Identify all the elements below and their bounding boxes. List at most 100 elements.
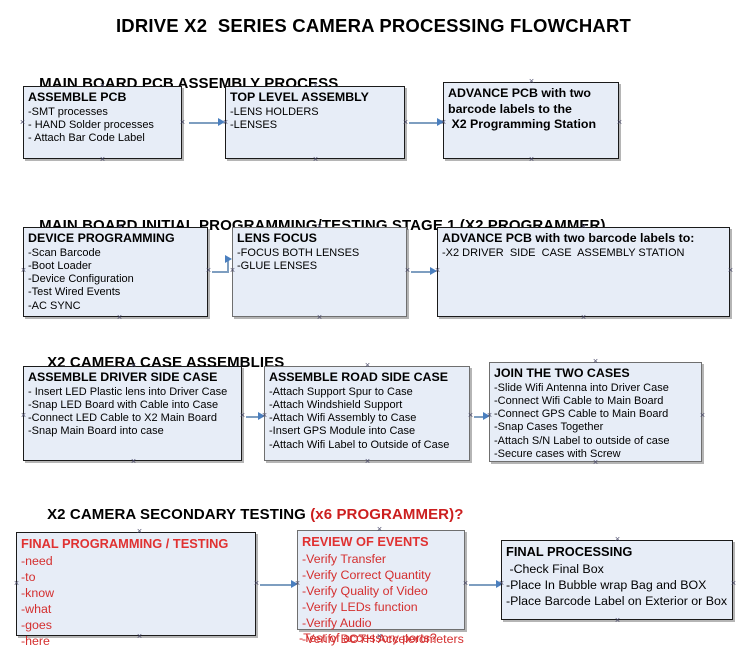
- box-line: -Verify LEDs function: [302, 600, 418, 614]
- resize-handle-right[interactable]: [727, 267, 734, 274]
- box-line: -GLUE LENSES: [237, 259, 318, 272]
- box-final-programming-testing[interactable]: FINAL PROGRAMMING / TESTING -need -to -k…: [16, 532, 256, 648]
- resize-handle-left[interactable]: [20, 412, 27, 419]
- connector-driver-side-to-road-side: [246, 416, 261, 418]
- box-assemble-pcb[interactable]: ASSEMBLE PCB -SMT processes - HAND Solde…: [23, 86, 182, 159]
- box-join-the-two-cases[interactable]: JOIN THE TWO CASES -Slide Wifi Antenna i…: [489, 362, 702, 462]
- box-title: ASSEMBLE ROAD SIDE CASE: [269, 370, 448, 384]
- connector-review-events-to-final-processing: [469, 584, 499, 586]
- page-title: IDRIVE X2 SERIES CAMERA PROCESSING FLOWC…: [115, 15, 632, 36]
- resize-handle-bottom[interactable]: [376, 633, 383, 640]
- box-line: -AC SYNC: [28, 299, 81, 312]
- resize-handle-top[interactable]: [116, 223, 123, 230]
- resize-handle-top[interactable]: [312, 82, 319, 89]
- resize-handle-right[interactable]: [253, 580, 260, 587]
- box-line: -Snap Cases Together: [494, 421, 604, 434]
- box-title: ASSEMBLE PCB: [28, 90, 127, 104]
- resize-handle-right[interactable]: [467, 412, 474, 419]
- resize-handle-top[interactable]: [130, 362, 137, 369]
- connector-assemble-pcb-to-top-level: [189, 122, 220, 124]
- resize-handle-top[interactable]: [316, 223, 323, 230]
- resize-handle-right[interactable]: [699, 412, 706, 419]
- box-line: -Verify Audio: [302, 616, 372, 630]
- section-heading-accent: (x6 PROGRAMMER)?: [310, 506, 464, 523]
- resize-handle-top[interactable]: [580, 223, 587, 230]
- box-line: -Place In Bubble wrap Bag and BOX: [506, 578, 707, 592]
- connector-lens-focus-to-advance-pcb: [411, 271, 433, 273]
- resize-handle-right[interactable]: [730, 580, 737, 587]
- resize-handle-right[interactable]: [462, 580, 469, 587]
- box-assemble-driver-side-case[interactable]: ASSEMBLE DRIVER SIDE CASE - Insert LED P…: [23, 366, 242, 461]
- resize-handle-bottom[interactable]: [316, 314, 323, 321]
- resize-handle-bottom[interactable]: [580, 314, 587, 321]
- resize-handle-top[interactable]: [528, 78, 535, 85]
- box-line: -Verify Correct Quantity: [302, 568, 431, 582]
- box-line: - Attach Bar Code Label: [28, 132, 145, 145]
- box-line: -Verify Transfer: [302, 552, 387, 566]
- resize-handle-right[interactable]: [179, 119, 186, 126]
- resize-handle-bottom[interactable]: [136, 633, 143, 640]
- resize-handle-right[interactable]: [239, 412, 246, 419]
- resize-handle-top[interactable]: [136, 528, 143, 535]
- box-advance-pcb-programming-station[interactable]: ADVANCE PCB with two barcode labels to t…: [443, 82, 619, 159]
- resize-handle-bottom[interactable]: [528, 156, 535, 163]
- resize-handle-right[interactable]: [205, 267, 212, 274]
- box-review-of-events[interactable]: REVIEW OF EVENTS -Verify Transfer -Verif…: [297, 530, 465, 646]
- resize-handle-left[interactable]: [440, 119, 447, 126]
- resize-handle-bottom[interactable]: [592, 459, 599, 466]
- box-title: ADVANCE PCB with two: [448, 86, 591, 100]
- resize-handle-left[interactable]: [434, 267, 441, 274]
- resize-handle-top[interactable]: [99, 82, 106, 89]
- box-top-level-assembly[interactable]: TOP LEVEL ASSEMBLY -LENS HOLDERS -LENSES: [225, 86, 405, 159]
- box-device-programming[interactable]: DEVICE PROGRAMMING -Scan Barcode -Boot L…: [23, 227, 208, 317]
- box-title: JOIN THE TWO CASES: [494, 366, 630, 380]
- box-advance-pcb-driver-side-case[interactable]: ADVANCE PCB with two barcode labels to: …: [437, 227, 730, 317]
- box-line: -Boot Loader: [28, 259, 92, 272]
- box-assemble-road-side-case[interactable]: ASSEMBLE ROAD SIDE CASE -Attach Support …: [264, 366, 470, 461]
- connector-device-programming-to-lens-focus: [212, 271, 229, 273]
- box-line: - HAND Solder processes: [28, 118, 154, 131]
- resize-handle-top[interactable]: [592, 358, 599, 365]
- box-line: -Scan Barcode: [28, 246, 101, 259]
- resize-handle-right[interactable]: [402, 119, 409, 126]
- section-heading-x2-camera-secondary-testing: X2 CAMERA SECONDARY TESTING (x6 PROGRAMM…: [30, 489, 463, 540]
- section-heading-text: X2 CAMERA SECONDARY TESTING: [47, 506, 311, 523]
- resize-handle-top[interactable]: [376, 526, 383, 533]
- resize-handle-bottom[interactable]: [99, 156, 106, 163]
- resize-handle-bottom[interactable]: [130, 458, 137, 465]
- connector-device-programming-to-lens-focus-vertical: [227, 259, 229, 273]
- resize-handle-left[interactable]: [19, 119, 26, 126]
- resize-handle-right[interactable]: [404, 267, 411, 274]
- box-line: -Slide Wifi Antenna into Driver Case: [494, 381, 669, 394]
- resize-handle-left[interactable]: [13, 580, 20, 587]
- resize-handle-top[interactable]: [364, 362, 371, 369]
- resize-handle-bottom[interactable]: [614, 617, 621, 624]
- box-title: LENS FOCUS: [237, 231, 317, 245]
- box-line: -Device Configuration: [28, 273, 134, 286]
- box-title: FINAL PROGRAMMING / TESTING: [21, 536, 229, 551]
- box-line: -Attach Wifi Label to Outside of Case: [269, 438, 450, 451]
- resize-handle-left[interactable]: [294, 580, 301, 587]
- resize-handle-left[interactable]: [498, 580, 505, 587]
- box-line: X2 Programming Station: [448, 117, 597, 131]
- resize-handle-bottom[interactable]: [364, 458, 371, 465]
- box-final-processing[interactable]: FINAL PROCESSING -Check Final Box -Place…: [501, 540, 733, 620]
- box-line: -Attach S/N Label to outside of case: [494, 434, 670, 447]
- box-line: -what: [21, 602, 52, 616]
- box-title: ASSEMBLE DRIVER SIDE CASE: [28, 370, 218, 384]
- box-line: -Attach Support Spur to Case: [269, 385, 413, 398]
- resize-handle-left[interactable]: [261, 412, 268, 419]
- resize-handle-bottom[interactable]: [312, 156, 319, 163]
- arrowhead-icon: [225, 255, 232, 263]
- resize-handle-left[interactable]: [486, 412, 493, 419]
- box-lens-focus[interactable]: LENS FOCUS -FOCUS BOTH LENSES -GLUE LENS…: [232, 227, 407, 317]
- box-line: - Insert LED Plastic lens into Driver Ca…: [28, 385, 228, 398]
- box-title: REVIEW OF EVENTS: [302, 534, 429, 549]
- resize-handle-left[interactable]: [20, 267, 27, 274]
- resize-handle-left[interactable]: [229, 267, 236, 274]
- resize-handle-top[interactable]: [614, 536, 621, 543]
- resize-handle-right[interactable]: [616, 119, 623, 126]
- resize-handle-left[interactable]: [222, 119, 229, 126]
- connector-road-side-to-join-cases: [474, 416, 487, 418]
- resize-handle-bottom[interactable]: [116, 314, 123, 321]
